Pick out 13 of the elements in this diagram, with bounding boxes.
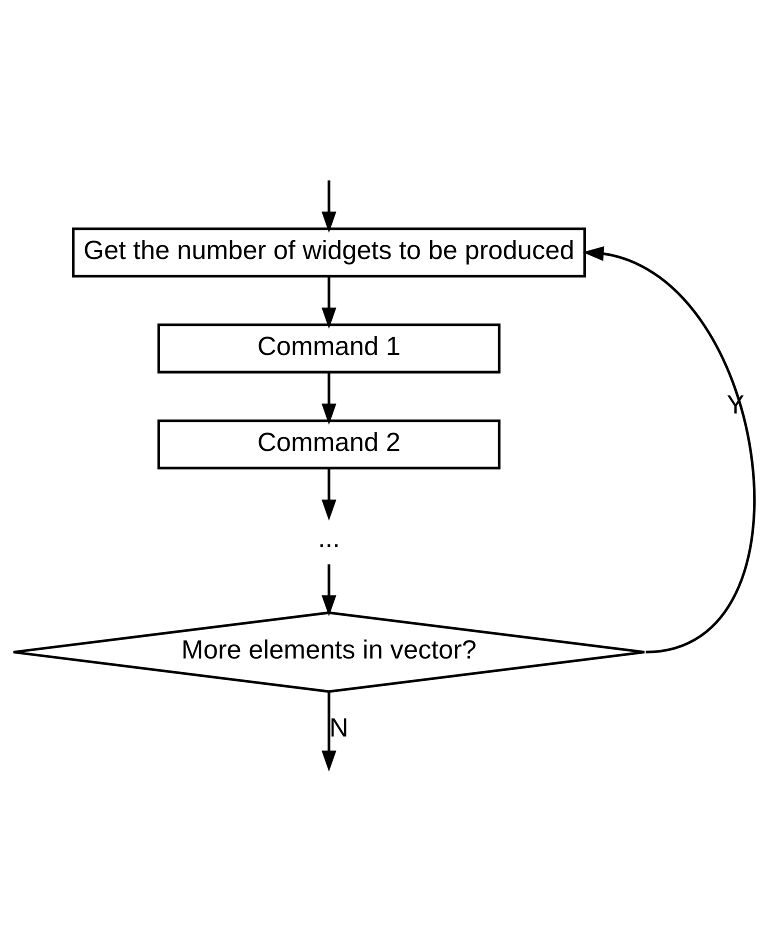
edge-label: N — [329, 712, 348, 742]
arrow — [322, 564, 336, 616]
arrow — [322, 276, 336, 329]
node-text: ... — [318, 522, 340, 553]
arrow — [322, 180, 336, 233]
node-box: Command 2 — [157, 419, 500, 470]
arrow — [322, 692, 336, 772]
node-box: Command 1 — [157, 323, 500, 374]
node-box: Get the number of widgets to be produced — [72, 228, 586, 278]
arrow — [322, 468, 336, 521]
node-diamond: More elements in vector? — [12, 611, 646, 693]
arrow — [322, 372, 336, 425]
arrow — [582, 246, 756, 654]
